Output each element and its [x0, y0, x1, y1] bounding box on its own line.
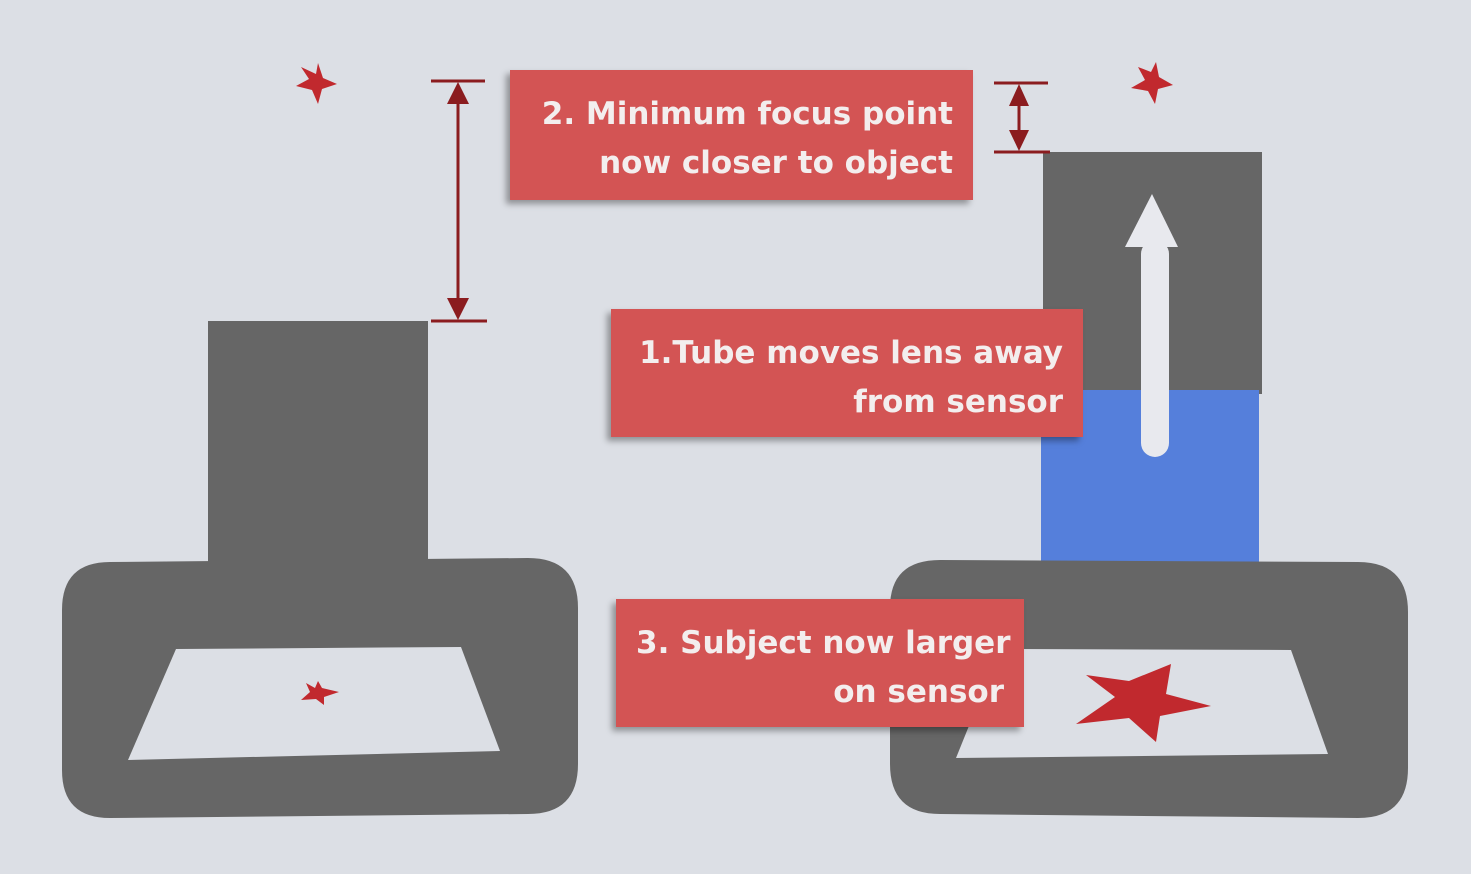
left-sensor-star-icon: [301, 681, 339, 705]
label-minimum-focus-point: 2. Minimum focus point now closer to obj…: [510, 70, 973, 200]
label-tube-moves-lens-line2: from sensor: [853, 384, 1063, 420]
left-focus-distance-marker: [431, 79, 487, 323]
arrow-up-icon: [1125, 194, 1178, 457]
left-object-star-icon: [296, 63, 337, 104]
label-minimum-focus-point-line1: 2. Minimum focus point: [541, 96, 953, 132]
label-tube-moves-lens-line1: 1.Tube moves lens away: [639, 335, 1063, 371]
label-subject-larger-line1: 3. Subject now larger: [636, 625, 1011, 661]
label-subject-larger-line2: on sensor: [833, 674, 1004, 710]
left-lens-barrel: [208, 321, 428, 563]
label-minimum-focus-point-line2: now closer to object: [599, 145, 953, 181]
label-subject-larger: 3. Subject now larger on sensor: [616, 599, 1024, 727]
label-tube-moves-lens: 1.Tube moves lens away from sensor: [611, 309, 1083, 437]
right-sensor-star-icon: [1076, 664, 1211, 742]
left-camera: [62, 321, 578, 818]
left-sensor: [128, 647, 500, 760]
right-object-star-icon: [1131, 62, 1173, 104]
right-focus-distance-marker: [994, 81, 1050, 154]
